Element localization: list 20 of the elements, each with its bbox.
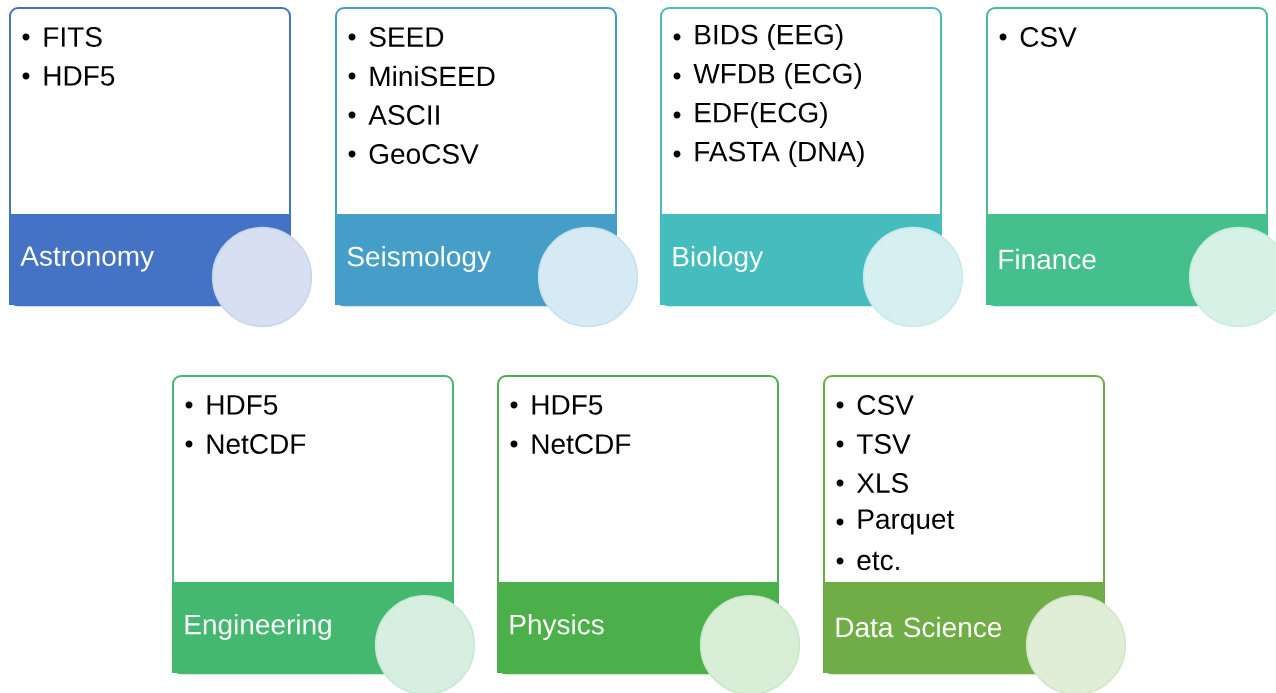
list-item: GeoCSV [348,144,479,164]
list-item: CSV [999,27,1077,47]
list-item: XLS [836,473,908,493]
list-item: TSV [836,434,911,454]
list-item: WFDB (ECG) [673,62,862,90]
list-item: CSV [836,395,914,415]
list-item: HDF5 [185,395,278,415]
list-item: EDF(ECG) [673,101,827,129]
list-item: SEED [348,27,444,47]
list-item: FITS [22,27,102,47]
list-item: BIDS (EEG) [673,23,843,51]
list-item: HDF5 [510,395,603,415]
list-item: ASCII [348,105,439,125]
list-item: MiniSEED [348,65,495,87]
list-item: Parquet [836,509,955,535]
list-item: NetCDF [510,434,631,454]
list-item: FASTA (DNA) [673,140,864,168]
list-item: NetCDF [185,434,306,454]
list-item: HDF5 [22,66,115,86]
list-item: etc. [836,551,899,571]
